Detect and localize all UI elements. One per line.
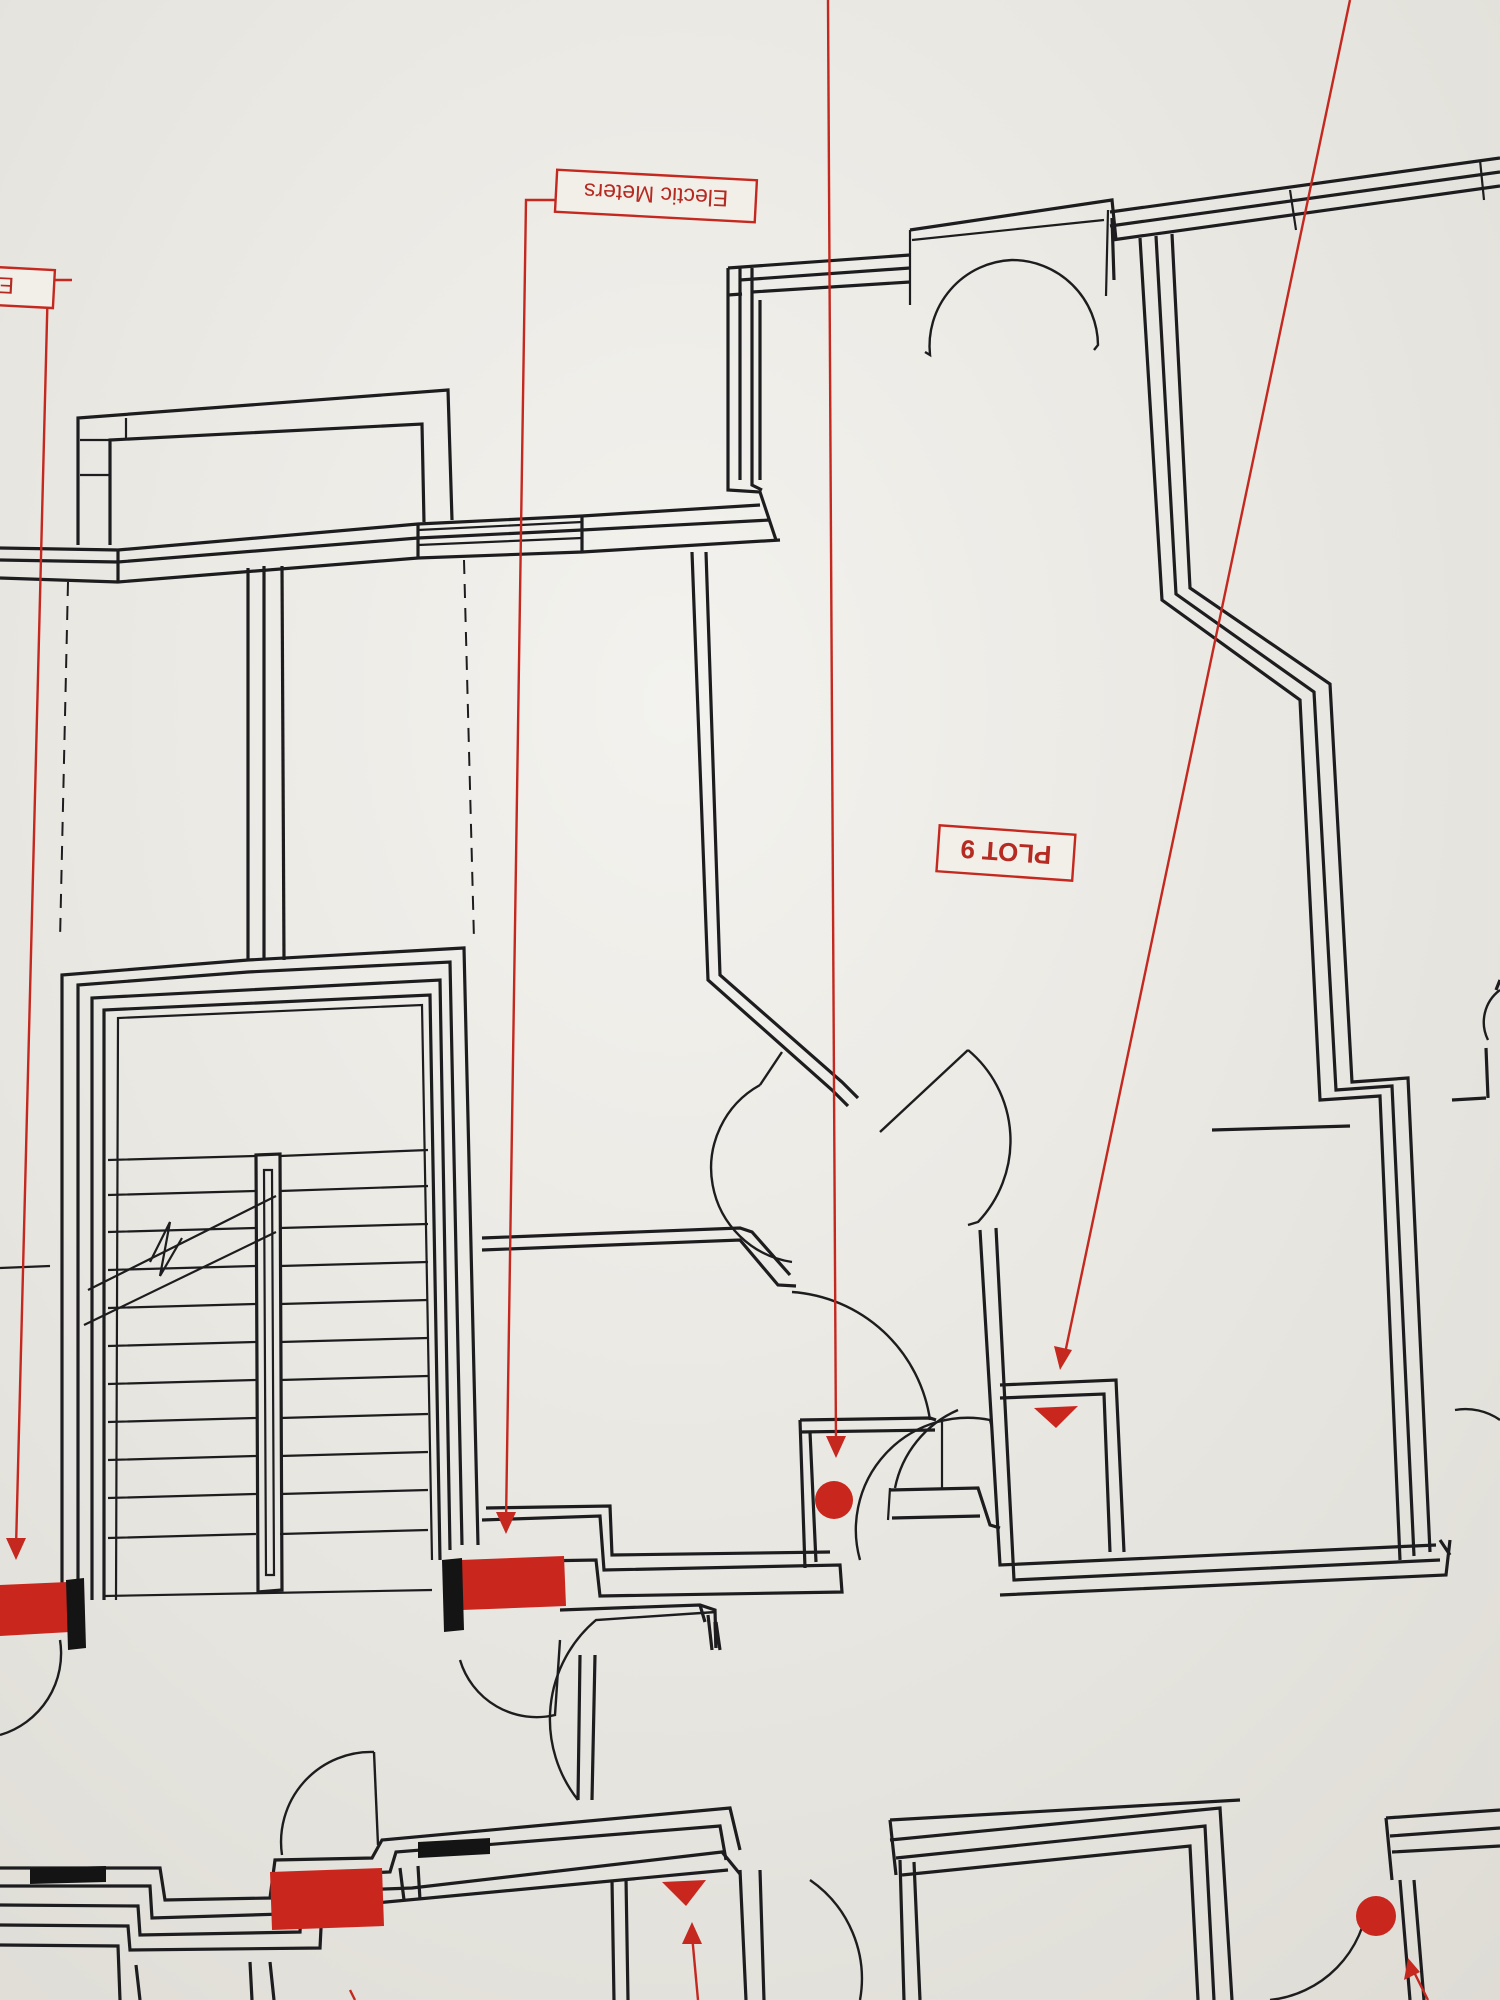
central-partition	[246, 565, 286, 961]
label-electric-meters: Electic Meters	[553, 168, 759, 224]
meter-block-left	[0, 1582, 70, 1636]
consumer-unit-triangle-upper	[1034, 1406, 1078, 1428]
middle-room-walls	[479, 551, 860, 1598]
label-plot-9: PLOT 9	[935, 824, 1077, 882]
consumer-unit-triangle-lower	[662, 1880, 706, 1906]
meter-block-lower	[270, 1868, 384, 1930]
top-bay-walls	[76, 388, 454, 545]
left-short-wall	[0, 1264, 51, 1270]
meter-cabinet-left	[66, 1578, 86, 1650]
label-electric-meters-partial: Ele	[0, 265, 57, 310]
annotation-leaders	[14, 0, 1430, 2000]
meter-block-center	[460, 1556, 566, 1610]
label-plot-9-text: PLOT 9	[960, 834, 1053, 870]
plot-9-lower-walls	[798, 1124, 1452, 1597]
dashed-line-left	[59, 581, 69, 941]
electrical-symbols	[0, 1406, 1396, 1936]
door-swings	[0, 258, 1500, 2000]
leader-arrowheads	[6, 1346, 1420, 1980]
socket-dot-center	[815, 1481, 853, 1519]
socket-dot-lower-right	[1356, 1896, 1396, 1936]
plot-9-walls	[726, 156, 1500, 1561]
black-strip-lower-center	[418, 1838, 490, 1858]
stair-treads	[83, 1148, 433, 1598]
top-main-wall	[0, 503, 781, 584]
meter-cabinet-center	[442, 1558, 464, 1632]
black-strip-lower-left	[30, 1866, 106, 1884]
plot-9-bay-window	[908, 209, 1110, 305]
label-electric-meters-partial-text: Ele	[0, 271, 15, 299]
dashed-line-center	[463, 559, 475, 941]
